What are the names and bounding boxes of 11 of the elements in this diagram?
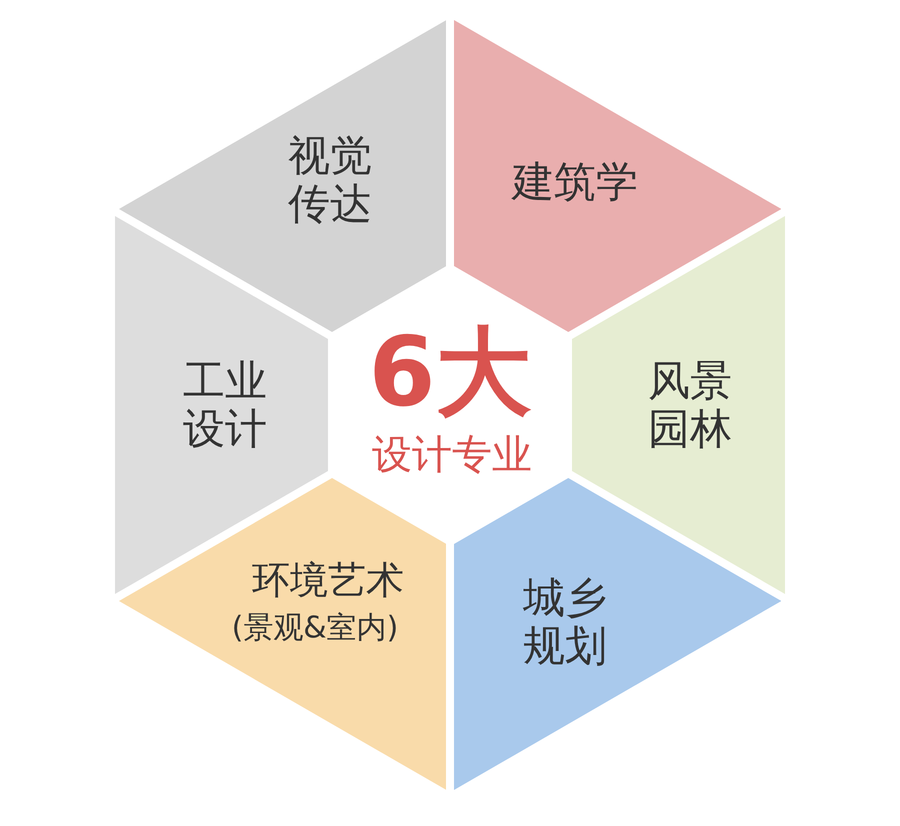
segment-label: 风景园林 [646, 357, 733, 453]
segment-label: 城乡规划 [522, 574, 608, 670]
segment-label: 工业设计 [182, 357, 268, 453]
hexagon-segment [118, 478, 446, 790]
segment-label: 建筑学 [510, 158, 639, 206]
headline: 6大 [368, 317, 532, 427]
subtitle: 设计专业 [370, 432, 533, 478]
segment-label: (景观&室内) [230, 610, 400, 646]
segment-label: 环境艺术 [250, 558, 405, 602]
segment-label: 视觉传达 [286, 132, 373, 228]
hexagon-segment [454, 478, 782, 790]
